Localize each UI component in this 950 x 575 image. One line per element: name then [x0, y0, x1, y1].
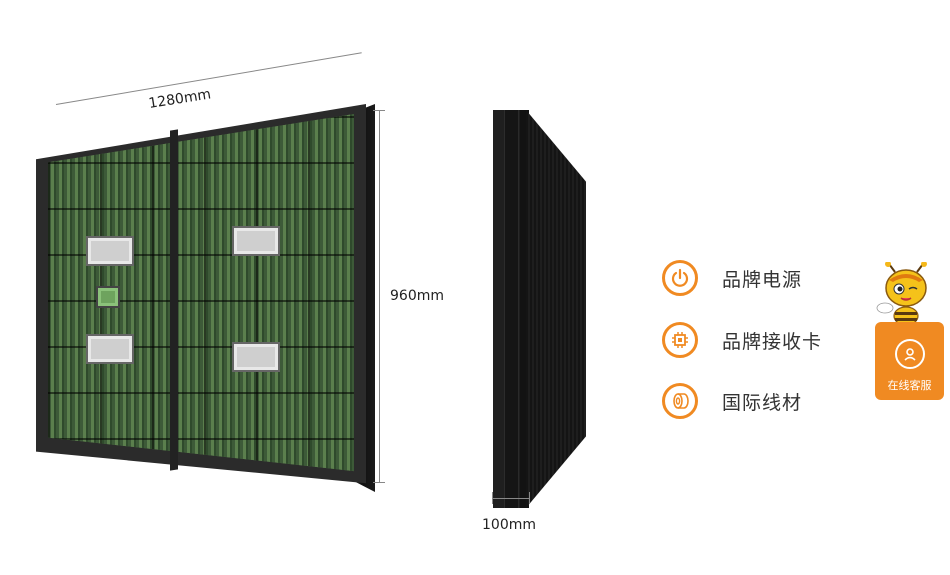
online-service-button[interactable]: 在线客服 — [875, 322, 944, 400]
depth-dimension-line — [492, 498, 530, 499]
receiving-card-module — [96, 286, 120, 308]
power-icon — [662, 260, 698, 296]
depth-dimension-tick — [492, 492, 493, 504]
feature-label: 国际线材 — [722, 391, 803, 414]
cabinet-front-surface — [526, 110, 586, 508]
feature-power-supply: 品牌电源 — [662, 256, 802, 300]
bee-mascot-icon[interactable] — [873, 261, 939, 328]
feature-label: 品牌电源 — [722, 268, 803, 291]
height-dimension-tick — [373, 482, 385, 483]
online-service-label: 在线客服 — [887, 379, 932, 392]
chip-icon — [662, 322, 698, 358]
width-dimension-label: 1280mm — [147, 86, 213, 112]
user-icon — [894, 339, 925, 369]
power-supply-module — [86, 334, 134, 364]
depth-dimension-label: 100mm — [482, 517, 536, 533]
cabinet-back-view: 1280mm 960mm — [0, 0, 470, 575]
height-dimension-tick — [373, 110, 385, 111]
cable-reel-icon — [662, 383, 698, 419]
cabinet-side-edge — [493, 110, 529, 508]
power-supply-module — [232, 342, 280, 372]
feature-receiving-card: 品牌接收卡 — [662, 318, 822, 362]
power-supply-module — [232, 226, 280, 256]
height-dimension-line — [379, 110, 380, 482]
feature-label: 品牌接收卡 — [722, 330, 823, 353]
power-supply-module — [86, 236, 134, 266]
feature-cable: 国际线材 — [662, 379, 802, 423]
cabinet-center-divider — [170, 129, 178, 471]
depth-dimension-tick — [529, 492, 530, 504]
led-module-grid — [48, 114, 354, 472]
height-dimension-label: 960mm — [390, 288, 444, 304]
